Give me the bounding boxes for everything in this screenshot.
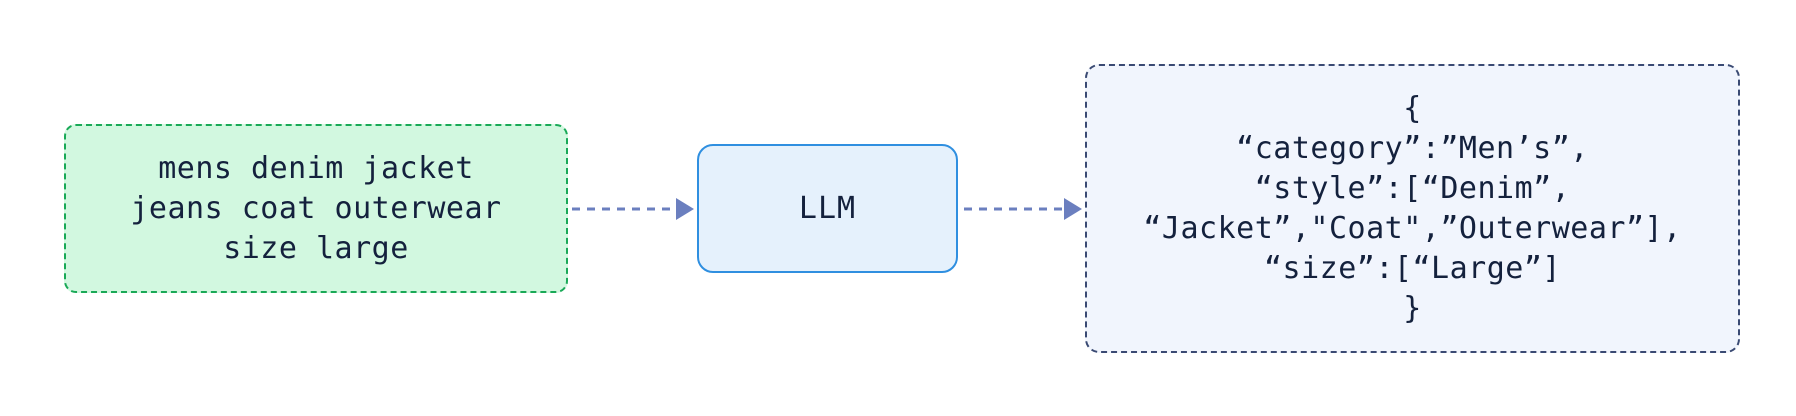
input-line: mens denim jacket	[158, 150, 474, 186]
input-query-box: mens denim jacket jeans coat outerwear s…	[64, 124, 568, 293]
input-line: jeans coat outerwear	[130, 190, 502, 226]
output-line: “style”:[“Denim”,	[1254, 170, 1571, 206]
output-line: “category”:”Men’s”,	[1236, 130, 1589, 166]
output-line: “Jacket”,"Coat",”Outerwear”],	[1143, 210, 1682, 246]
arrowhead-input-to-llm	[676, 198, 694, 220]
llm-box: LLM	[697, 144, 958, 273]
llm-label: LLM	[798, 190, 857, 226]
arrowhead-llm-to-output	[1064, 198, 1082, 220]
output-line: {	[1403, 90, 1422, 126]
output-line: “size”:[“Large”]	[1264, 250, 1561, 286]
output-json-box: { “category”:”Men’s”, “style”:[“Denim”, …	[1085, 64, 1740, 353]
output-line: }	[1403, 290, 1422, 326]
input-line: size large	[223, 230, 409, 266]
